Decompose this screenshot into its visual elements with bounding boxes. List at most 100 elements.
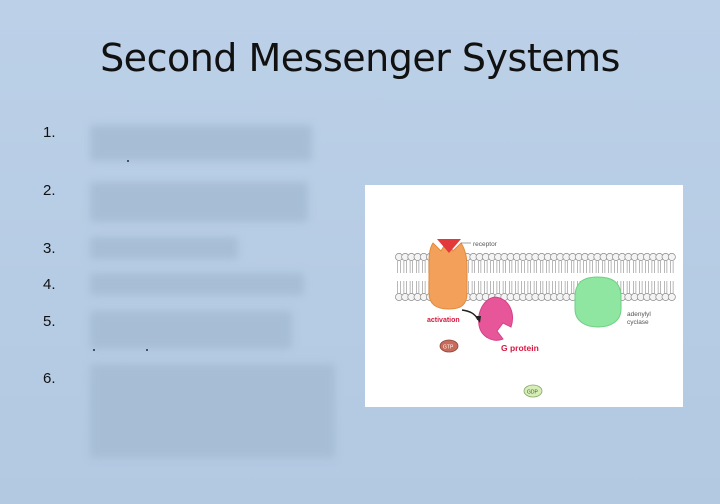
lipid-tail [564,261,568,273]
lipid-tail [608,261,612,273]
lipid-tail [558,281,562,293]
lipid-tail [664,281,668,293]
list-number-4: 4. [43,276,56,293]
list-number-2: 2. [43,182,56,199]
lipid-tail [620,261,624,273]
lipid-tail [558,261,562,273]
lipid-tail [645,281,649,293]
lipid-tail [490,281,494,293]
lipid-tail [589,261,593,273]
slide-title: Second Messenger Systems [100,36,620,80]
lipid-tail [540,261,544,273]
lipid-tail [484,261,488,273]
gdp-label: GDP [527,390,539,396]
lipid-tail [397,281,401,293]
lipid-tail [540,281,544,293]
adenylyl-label: adenylyl [627,311,651,318]
lipid-tail [602,261,606,273]
lipid-tail [515,281,519,293]
second-messenger-figure: receptor activation G protein GTP adenyl… [365,185,683,407]
lipid-tail [484,281,488,293]
lipid-tail [651,261,655,273]
lipid-tail [422,281,426,293]
blurred-list-item-5 [90,311,292,349]
lipid-tail [552,261,556,273]
lipid-tail [583,261,587,273]
lipid-tail [478,281,482,293]
lipid-head [667,293,676,301]
lipid-tail [471,281,475,293]
lipid-tail [515,261,519,273]
lipid-tail [490,261,494,273]
g-protein-label: G protein [501,343,539,353]
lipid-tail [670,261,674,273]
lipid-tail [397,261,401,273]
lipid-tail [416,281,420,293]
lipid-tail [546,281,550,293]
lipid-tail [651,281,655,293]
lipid-tail [546,261,550,273]
lipid-tail [645,261,649,273]
lipid-tail [521,261,525,273]
blurred-list-item-2 [90,182,308,222]
ligand-triangle [437,239,461,253]
lipid-tail [614,261,618,273]
lipid-tail [409,261,413,273]
lipid-tail [639,261,643,273]
phospholipid-bilayer [395,253,676,301]
gtp-molecule [439,339,459,353]
blurred-list-item-6 [90,364,335,458]
cyclase-label: cyclase [627,319,649,326]
lipid-tail [633,261,637,273]
gtp-label: GTP [443,345,454,351]
g-protein [478,296,513,341]
lipid-tail [496,281,500,293]
list-number-5: 5. [43,313,56,330]
receptor-protein [428,240,468,310]
lipid-tail [422,261,426,273]
lipid-tail [521,281,525,293]
membrane-diagram: receptor activation G protein GTP adenyl… [395,239,676,398]
lipid-tail [552,281,556,293]
receptor-label: receptor [473,241,498,248]
lipid-tail [533,261,537,273]
blurred-list-item-3 [90,237,238,259]
lipid-tail [657,261,661,273]
lipid-tail [571,261,575,273]
activation-label: activation [427,317,460,324]
lipid-tail [403,261,407,273]
lipid-tail [639,281,643,293]
activation-arrow [461,309,479,321]
lipid-tail [416,261,420,273]
list-number-3: 3. [43,240,56,257]
lipid-tail [509,261,513,273]
lipid-tail [626,261,630,273]
lipid-tail [664,261,668,273]
lipid-tail [577,261,581,273]
blurred-list-item-4 [90,273,304,295]
lipid-tail [620,281,624,293]
list-number-6: 6. [43,370,56,387]
lipid-tail [496,261,500,273]
blurred-list-item-1 [90,125,312,161]
lipid-tail [478,261,482,273]
blur-artifact [146,349,148,351]
list-number-1: 1. [43,124,56,141]
lipid-tail [657,281,661,293]
blur-artifact [93,349,95,351]
activation-arrowhead [475,316,481,323]
lipid-tail [527,281,531,293]
lipid-tail [502,261,506,273]
lipid-tail [409,281,413,293]
blur-artifact [127,160,129,162]
lipid-tail [571,281,575,293]
lipid-tail [633,281,637,293]
lipid-tail [509,281,513,293]
lipid-tail [527,261,531,273]
lipid-tail [533,281,537,293]
lipid-tail [403,281,407,293]
lipid-tail [471,261,475,273]
gdp-molecule [523,384,543,398]
lipid-tail [595,261,599,273]
